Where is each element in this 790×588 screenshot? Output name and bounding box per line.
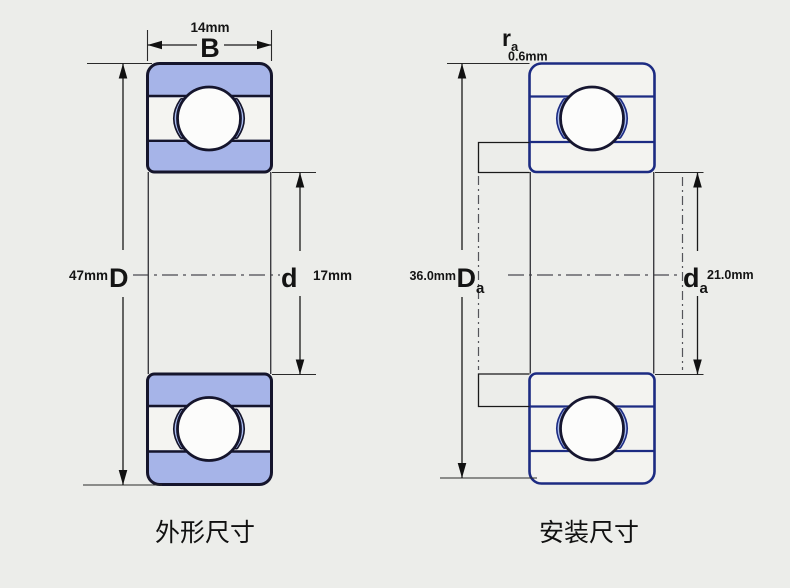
dim-B-symbol: B bbox=[200, 33, 220, 63]
left-view: 14mm B 47mm D d 17mm 外形尺寸 bbox=[69, 20, 352, 547]
right-view-caption: 安装尺寸 bbox=[539, 519, 639, 547]
right-view: ra 0.6mm 36.0mm Da da 21.0mm 安装尺寸 bbox=[409, 25, 753, 547]
left-bearing-bottom-section bbox=[146, 372, 273, 486]
dim-D: 47mm D bbox=[69, 62, 162, 486]
dim-d-arrow-down bbox=[295, 359, 305, 375]
dim-d-extension-lines bbox=[272, 171, 316, 376]
dim-Da: 36.0mm Da bbox=[409, 63, 537, 479]
left-top-ball bbox=[176, 85, 242, 152]
left-bearing-top-section bbox=[146, 62, 273, 174]
left-bottom-ball bbox=[176, 396, 242, 462]
dim-da-arrow-down bbox=[693, 359, 702, 375]
dim-d: d 17mm bbox=[272, 171, 352, 376]
dim-ra-symbol-subscript: a bbox=[511, 39, 519, 54]
shoulder-step-top bbox=[477, 141, 530, 174]
dim-da-arrow-up bbox=[693, 172, 702, 188]
dim-ra-value: 0.6mm bbox=[508, 50, 548, 64]
dim-Da-symbol-subscript: a bbox=[476, 280, 485, 297]
dim-da-extension-lines bbox=[655, 171, 704, 376]
shoulder-step-bottom bbox=[477, 373, 530, 408]
dim-B: 14mm B bbox=[146, 20, 273, 63]
dim-d-value: 17mm bbox=[313, 268, 352, 283]
right-top-ball bbox=[559, 85, 625, 152]
dim-da-value: 21.0mm bbox=[707, 268, 754, 282]
right-bearing-bottom-section bbox=[528, 372, 656, 485]
dim-B-value: 14mm bbox=[190, 20, 229, 35]
dim-d-symbol: d bbox=[281, 263, 298, 293]
shoulder-step-lines bbox=[477, 141, 530, 408]
dim-ra-symbol: ra bbox=[502, 25, 519, 54]
dim-ra-symbol-letter: r bbox=[502, 25, 511, 51]
dim-B-arrow-left bbox=[147, 40, 162, 50]
dim-d-arrow-up bbox=[295, 172, 305, 188]
dim-da: da 21.0mm bbox=[655, 171, 754, 376]
right-bearing-top-section bbox=[528, 62, 656, 174]
dim-Da-arrow-down bbox=[457, 463, 467, 478]
dim-Da-symbol-letter: D bbox=[457, 263, 477, 293]
dim-da-symbol: da bbox=[683, 263, 709, 297]
dim-ra: ra 0.6mm bbox=[447, 25, 548, 65]
dim-da-symbol-subscript: a bbox=[700, 280, 709, 297]
dim-da-symbol-letter: d bbox=[683, 263, 700, 293]
dim-Da-symbol: Da bbox=[457, 263, 486, 297]
dim-D-arrow-down bbox=[118, 470, 128, 485]
dim-D-symbol: D bbox=[109, 263, 129, 293]
dim-Da-value: 36.0mm bbox=[409, 269, 456, 283]
right-bottom-ball bbox=[559, 395, 625, 462]
right-bearing-bore-face-lines bbox=[529, 172, 655, 374]
left-view-caption: 外形尺寸 bbox=[155, 519, 255, 547]
left-bearing-bore-face-lines bbox=[147, 172, 272, 374]
dim-D-arrow-up bbox=[118, 63, 128, 79]
dim-B-arrow-right bbox=[257, 40, 272, 50]
dim-D-value: 47mm bbox=[69, 268, 108, 283]
dim-Da-arrow-up bbox=[457, 63, 467, 79]
